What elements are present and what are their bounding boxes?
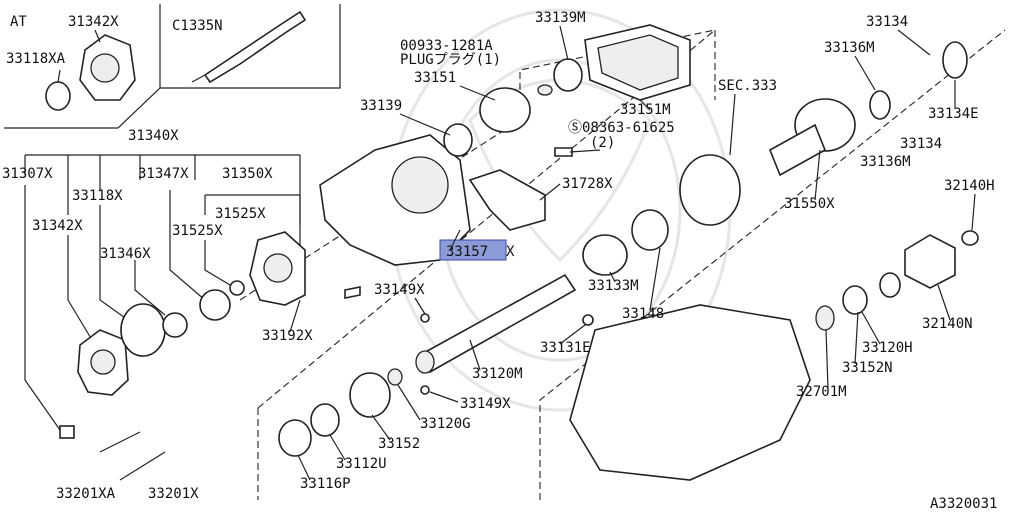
label-31342x: 31342X [32, 218, 83, 234]
label-plug: PLUGプラグ(1) [400, 52, 501, 68]
label-33136m-a: 33136M [824, 40, 875, 56]
label-33151m: 33151M [620, 102, 671, 118]
label-at: AT [10, 14, 27, 30]
part-labels: AT 31342X C1335N 33118XA 31340X 31307X 3… [2, 10, 997, 512]
part-drawings [45, 10, 979, 481]
label-33148: 33148 [622, 306, 664, 322]
label-31728x: 31728X [562, 176, 613, 192]
highlight-box-33157x[interactable] [439, 239, 507, 261]
label-33149x-a: 33149X [374, 282, 425, 298]
label-sec-333: SEC.333 [718, 78, 777, 94]
label-08363-61625: Ⓢ08363-61625 [568, 120, 675, 136]
label-31525x-b: 31525X [172, 223, 223, 239]
label-33152: 33152 [378, 436, 420, 452]
label-31550x: 31550X [784, 196, 835, 212]
label-33152n: 33152N [842, 360, 893, 376]
label-33157-suffix: X [506, 244, 515, 260]
label-31307x: 31307X [2, 166, 53, 182]
label-33131e: 33131E [540, 340, 591, 356]
label-31342x-inset: 31342X [68, 14, 119, 30]
inset-frames [4, 4, 341, 129]
label-c1335n: C1335N [172, 18, 223, 34]
label-32140n: 32140N [922, 316, 973, 332]
label-00933-1281a: 00933-1281A [400, 38, 493, 54]
label-33139m: 33139M [535, 10, 586, 26]
label-33151: 33151 [414, 70, 456, 86]
label-31346x: 31346X [100, 246, 151, 262]
label-31347x: 31347X [138, 166, 189, 182]
label-33134e: 33134E [928, 106, 979, 122]
label-33192x: 33192X [262, 328, 313, 344]
label-33120h: 33120H [862, 340, 913, 356]
label-33149x-b: 33149X [460, 396, 511, 412]
label-31350x: 31350X [222, 166, 273, 182]
label-33118x: 33118X [72, 188, 123, 204]
label-32140h: 32140H [944, 178, 995, 194]
label-31340x: 31340X [128, 128, 179, 144]
label-32701m: 32701M [796, 384, 847, 400]
label-33118xa: 33118XA [6, 51, 66, 67]
label-figure-code: A3320031 [930, 496, 997, 510]
label-33201xa: 33201XA [56, 486, 116, 502]
label-33116p: 33116P [300, 476, 351, 492]
label-33139: 33139 [360, 98, 402, 114]
label-33120m: 33120M [472, 366, 523, 382]
label-33120g: 33120G [420, 416, 471, 432]
label-33157[interactable]: 33157 [446, 244, 488, 260]
label-leaders [57, 25, 976, 481]
label-33134-a: 33134 [866, 14, 908, 30]
label-31525x-a: 31525X [215, 206, 266, 222]
label-33201x: 33201X [148, 486, 199, 502]
label-33112u: 33112U [336, 456, 387, 472]
label-33134-b: 33134 [900, 136, 942, 152]
label-qty-2: (2) [590, 135, 615, 151]
label-33136m-b: 33136M [860, 154, 911, 170]
label-33133m: 33133M [588, 278, 639, 294]
leader-tree [24, 154, 301, 431]
